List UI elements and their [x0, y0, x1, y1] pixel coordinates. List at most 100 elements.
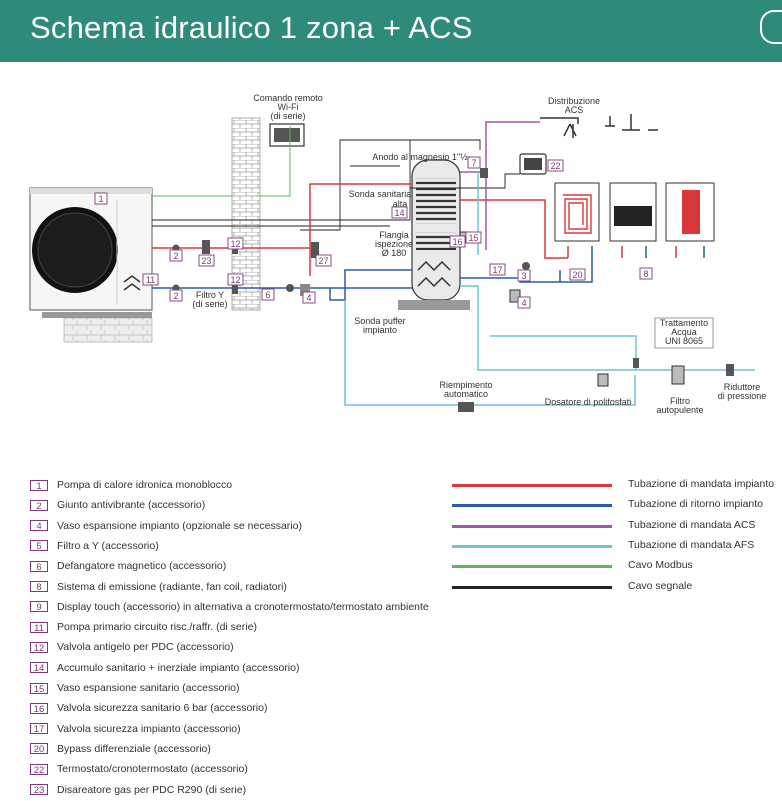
badge-17: 17: [489, 263, 506, 276]
legend-item-number: 12: [30, 641, 48, 654]
legend-item: 6 Defangatore magnetico (accessorio): [30, 559, 226, 573]
svg-text:11: 11: [146, 275, 155, 285]
legend-line-label: Cavo segnale: [628, 579, 693, 592]
svg-text:1: 1: [98, 194, 103, 204]
legend-item: 15 Vaso espansione sanitario (accessorio): [30, 681, 239, 695]
badge-2: 2: [169, 249, 183, 262]
legend-line-item: Tubazione di mandata AFS: [452, 539, 762, 553]
legend-line-swatch: [452, 524, 612, 528]
legend-item-number: 17: [30, 723, 48, 735]
legend-item-label: Giunto antivibrante (accessorio): [57, 499, 206, 512]
legend-item-label: Valvola sicurezza sanitario 6 bar (acces…: [57, 702, 268, 715]
legend-item: 4 Vaso espansione impianto (opzionale se …: [30, 519, 302, 533]
svg-text:14: 14: [394, 208, 404, 218]
legend-line-swatch: [452, 544, 612, 548]
legend-item-label: Pompa primario circuito risc./raffr. (di…: [57, 621, 257, 634]
legend-item-label: Bypass differenziale (accessorio): [57, 742, 211, 755]
logo-icon: [760, 10, 782, 44]
svg-text:17: 17: [492, 265, 502, 275]
legend-item-number: 22: [30, 763, 48, 776]
svg-text:23: 23: [201, 256, 211, 266]
legend-item-number: 11: [30, 621, 48, 634]
legend-line-label: Tubazione di mandata AFS: [628, 538, 755, 551]
legend-item-label: Pompa di calore idronica monoblocco: [57, 479, 233, 491]
header-bar: Schema idraulico 1 zona + ACS: [0, 0, 782, 62]
legend-line-label: Cavo Modbus: [628, 559, 693, 572]
legend-item-number: 4: [30, 520, 48, 532]
svg-text:4: 4: [521, 298, 526, 308]
badge-15: 15: [465, 231, 482, 244]
badge-12: 12: [227, 237, 244, 250]
svg-text:20: 20: [572, 270, 582, 280]
heat-pump-unit: [29, 187, 153, 311]
legend-item-label: Valvola antigelo per PDC (accessorio): [57, 641, 234, 654]
legend-item-label: Vaso espansione impianto (opzionale se n…: [57, 519, 302, 532]
svg-text:27: 27: [318, 256, 328, 266]
svg-text:12: 12: [230, 239, 240, 249]
svg-text:7: 7: [471, 158, 476, 168]
legend-line-swatch: [452, 565, 612, 569]
svg-text:8: 8: [643, 269, 648, 279]
badge-4: 4: [302, 291, 316, 304]
legend-line-item: Tubazione di ritorno impianto: [452, 498, 764, 512]
page-title: Schema idraulico 1 zona + ACS: [30, 10, 473, 45]
legend-item-label: Vaso espansione sanitario (accessorio): [57, 682, 240, 694]
legend-line-label: Tubazione di mandata ACS: [628, 518, 756, 531]
badge-27: 27: [315, 254, 332, 267]
shower-icon: [540, 117, 579, 138]
label-anodo: Anodo al magnesio 1"½: [372, 152, 468, 162]
legend-line-swatch: [452, 484, 612, 487]
legend-item-label: Display touch (accessorio) in alternativ…: [57, 600, 429, 613]
legend-item-number: 15: [30, 682, 48, 695]
svg-text:2: 2: [173, 291, 178, 301]
badge-7: 7: [467, 156, 481, 169]
badge-22: 22: [547, 159, 564, 172]
legend-line-item: Cavo segnale: [452, 580, 762, 594]
legend-item: 2 Giunto antivibrante (accessorio): [30, 498, 205, 512]
badge-2: 2: [169, 289, 183, 302]
badge-16: 16: [449, 235, 466, 248]
legend-item-number: 14: [30, 662, 48, 674]
legend-line-item: Cavo Modbus: [452, 559, 762, 573]
svg-text:4: 4: [306, 293, 311, 303]
svg-text:22: 22: [550, 161, 560, 171]
legend-item-number: 16: [30, 702, 48, 715]
legend-item-number: 8: [30, 581, 48, 593]
label-filtro-y: Filtro Y(di serie): [192, 290, 227, 309]
svg-text:15: 15: [468, 233, 478, 243]
legend-item-label: Filtro a Y (accessorio): [57, 539, 159, 552]
legend-item-number: 2: [30, 499, 48, 512]
legend-item-label: Disareatore gas per PDC R290 (di serie): [57, 783, 247, 796]
legend-item-label: Termostato/cronotermostato (accessorio): [57, 763, 248, 776]
legend-item-label: Defangatore magnetico (accessorio): [57, 560, 227, 573]
badge-6: 6: [261, 288, 275, 301]
badge-23: 23: [198, 254, 215, 267]
svg-text:2: 2: [173, 251, 178, 261]
badge-20: 20: [569, 268, 586, 281]
badge-1: 1: [94, 192, 108, 205]
badge-8: 8: [639, 267, 653, 280]
legend-item-number: 6: [30, 560, 48, 573]
badge-4: 4: [517, 296, 531, 309]
legend-line-label: Tubazione di ritorno impianto: [628, 498, 764, 511]
legend-line-label: Tubazione di mandata impianto: [628, 478, 775, 490]
legend-item-number: 20: [30, 743, 48, 755]
legend-item: 22 Termostato/cronotermostato (accessorio…: [30, 762, 248, 776]
